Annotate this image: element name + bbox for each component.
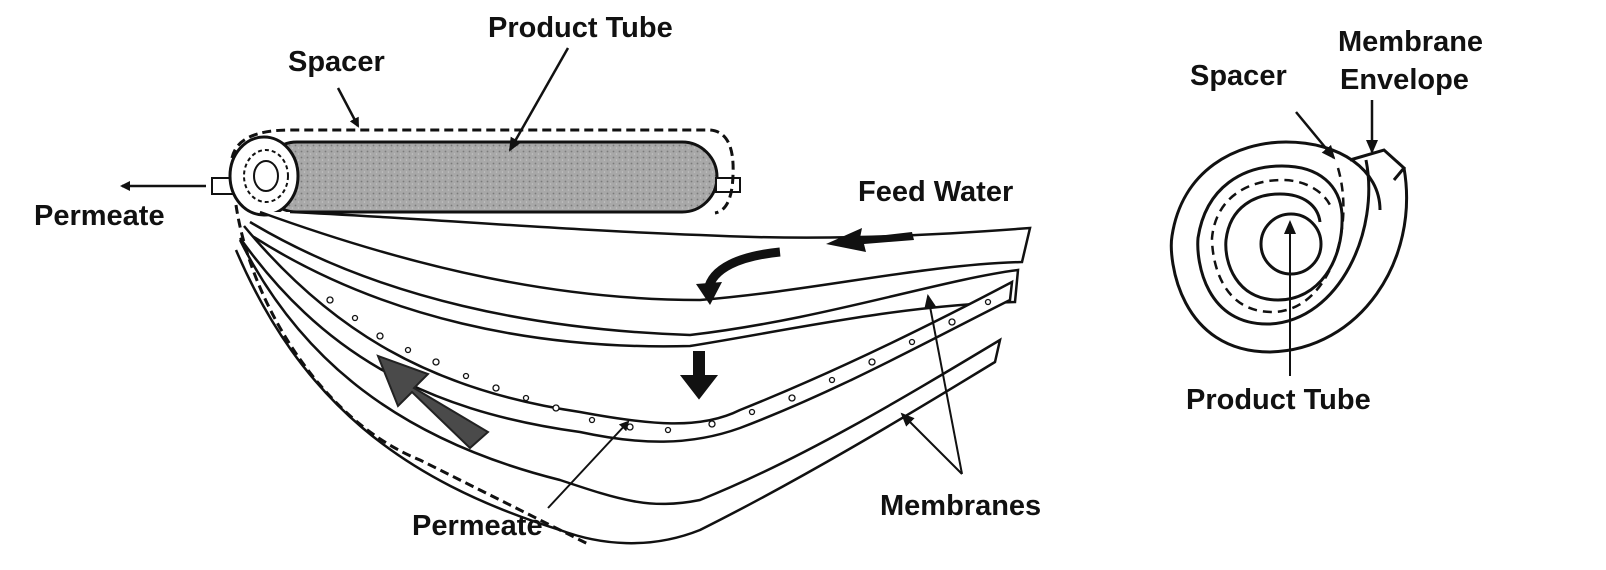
spacer-outline-lower xyxy=(234,204,591,547)
label-membrane: Membrane xyxy=(1338,26,1484,58)
spiral-outer-wall xyxy=(1169,140,1409,354)
leader-membranes-1 xyxy=(924,294,963,475)
label-feed-water: Feed Water xyxy=(858,176,1014,208)
product-tube-body xyxy=(211,135,741,217)
leader-permeate-bottom xyxy=(547,420,630,509)
spiral-cross-section xyxy=(1169,100,1409,376)
label-permeate-channel: Permeate xyxy=(412,510,543,542)
spiral-spacer-dashed xyxy=(1210,167,1345,314)
label-membranes: Membranes xyxy=(880,490,1042,522)
label-spacer-right: Spacer xyxy=(1190,60,1287,92)
permeate-carrier xyxy=(238,225,1014,443)
leader-product-tube xyxy=(508,47,570,152)
permeate-carrier-dots xyxy=(326,296,992,434)
spiral-inner-wall xyxy=(1196,159,1371,326)
flow-down-arrow xyxy=(679,351,719,400)
label-envelope: Envelope xyxy=(1340,64,1469,96)
feed-water-arrow xyxy=(826,228,914,252)
permeate-flow-arrow xyxy=(376,354,490,450)
label-spacer: Spacer xyxy=(288,46,385,78)
leader-spacer xyxy=(336,87,360,128)
label-product-tube: Product Tube xyxy=(488,12,673,44)
membrane-sheet-top xyxy=(259,210,1032,302)
leader-spacer-right xyxy=(1295,111,1336,160)
leader-membranes-2 xyxy=(900,412,963,475)
unrolled-module xyxy=(120,47,1032,547)
spiral-wall-3 xyxy=(1224,192,1344,302)
spacer-outline xyxy=(230,128,735,215)
membrane-sheet-fold xyxy=(245,220,1020,348)
label-permeate-outlet: Permeate xyxy=(34,200,165,232)
label-product-tube-right: Product Tube xyxy=(1186,384,1371,416)
membrane-sheet-bottom xyxy=(234,239,1002,545)
membrane-envelope-end xyxy=(1349,148,1407,181)
